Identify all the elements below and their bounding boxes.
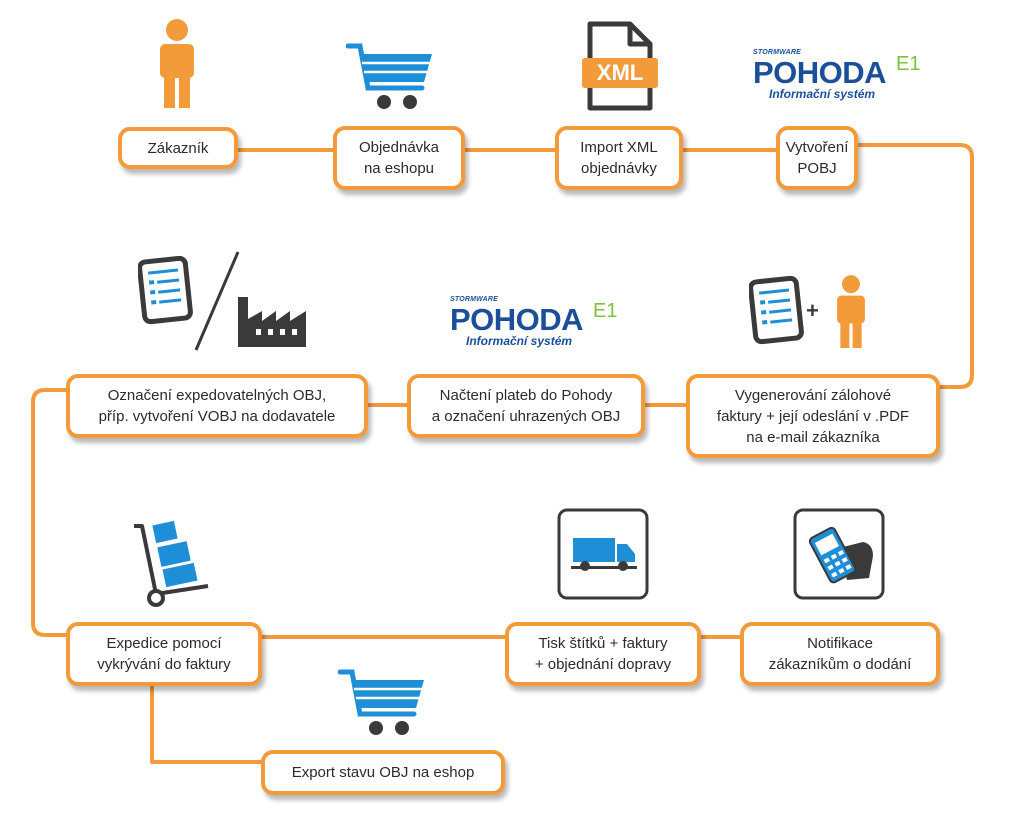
xml-file-icon — [582, 21, 658, 111]
step-label: Import XML — [580, 139, 658, 156]
cart-icon — [338, 669, 424, 735]
truck-icon — [557, 508, 649, 600]
step-label: + objednání dopravy — [534, 656, 672, 673]
step-label: příp. vytvoření VOBJ na dodavatele — [98, 408, 336, 425]
pohoda-logo-middle: STORMWARE POHODA E1 Informační systém — [450, 296, 620, 350]
pohoda-logo-top: STORMWARE POHODA E1 Informační systém — [753, 49, 923, 103]
person-icon — [160, 19, 194, 108]
step-label: Expedice pomocí — [106, 635, 222, 652]
logo-version: E1 — [593, 300, 618, 322]
cart-icon — [346, 43, 432, 109]
step-label: Vygenerování zálohové — [734, 386, 892, 404]
document-icon — [749, 276, 804, 345]
factory-icon — [238, 297, 306, 347]
step-label: objednávky — [581, 160, 657, 177]
step-zakaznik: Zákazník — [118, 127, 238, 169]
hand-truck-icon — [134, 520, 209, 607]
step-vygenerovani-faktury: Vygenerování zálohové faktury + její odes… — [686, 374, 940, 458]
slash-divider — [194, 251, 240, 351]
step-label: na eshopu — [363, 160, 435, 177]
step-label: Zákazník — [147, 139, 209, 157]
step-tisk-stitku: Tisk štítků + faktury + objednání dopravy — [505, 622, 701, 686]
step-export-stavu: Export stavu OBJ na eshop — [261, 750, 505, 795]
mobile-phone-icon — [793, 508, 885, 600]
document-icon — [138, 256, 193, 325]
logo-version: E1 — [896, 53, 921, 75]
logo-tagline: Informační systém — [466, 334, 573, 348]
step-nacteni-plateb: Načtení plateb do Pohody a označení uhraz… — [407, 374, 645, 438]
step-label: vykrývání do faktury — [97, 656, 231, 673]
step-label: a označení uhrazených OBJ — [431, 408, 621, 425]
step-label: zákazníkům o dodání — [768, 656, 912, 673]
logo-tagline: Informační systém — [769, 87, 876, 101]
logo-name: POHODA — [753, 55, 887, 90]
step-label: Vytvoření — [785, 139, 849, 156]
step-objednavka: Objednávka na eshopu — [333, 126, 465, 190]
step-label: Označení expedovatelných OBJ, — [107, 387, 327, 404]
step-label: Export stavu OBJ na eshop — [291, 764, 475, 781]
step-label: faktury + její odeslání v .PDF — [716, 407, 910, 425]
step-label: Objednávka — [358, 139, 440, 156]
step-expedice: Expedice pomocí vykrývání do faktury — [66, 622, 262, 686]
step-label: POBJ — [797, 160, 837, 177]
step-notifikace: Notifikace zákazníkům o dodání — [740, 622, 940, 686]
step-label: na e-mail zákazníka — [746, 428, 880, 446]
step-label: Tisk štítků + faktury — [538, 635, 668, 652]
logo-brand: STORMWARE — [753, 49, 801, 56]
step-oznaceni-expedovatelnych: Označení expedovatelných OBJ, příp. vytvo… — [66, 374, 368, 438]
xml-label: XML — [596, 60, 644, 85]
step-label: Notifikace — [807, 635, 873, 652]
step-import-xml: Import XML objednávky — [555, 126, 683, 190]
person-icon — [837, 275, 865, 348]
logo-brand: STORMWARE — [450, 296, 498, 303]
plus-sign: + — [806, 298, 819, 323]
logo-name: POHODA — [450, 302, 584, 337]
step-label: Načtení plateb do Pohody — [439, 387, 613, 404]
